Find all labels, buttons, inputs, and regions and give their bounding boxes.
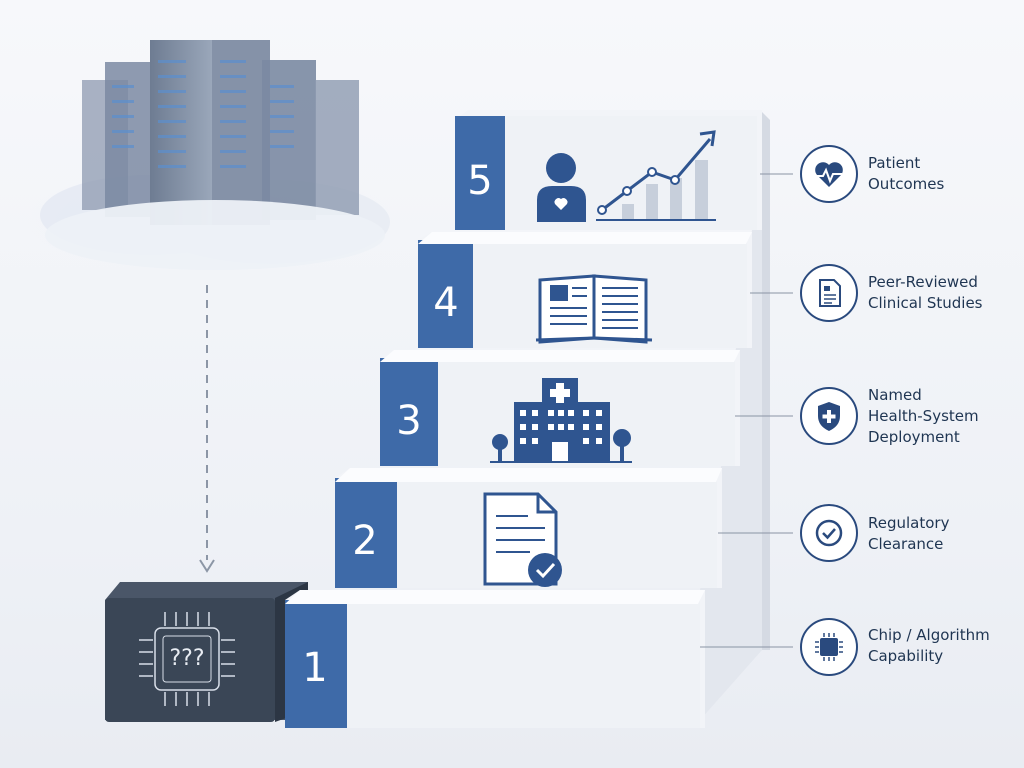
step-number-1: 1 [302, 645, 328, 691]
document-icon [800, 264, 858, 322]
shield-plus-icon [800, 387, 858, 445]
hospital-illustration [490, 378, 632, 463]
dashed-arrow [199, 285, 215, 573]
label-health-system: Named Health-System Deployment [868, 386, 979, 446]
chip-unknown-text: ??? [169, 646, 205, 671]
label-patient-outcomes: Patient Outcomes [868, 154, 945, 193]
book-illustration [535, 274, 653, 344]
label-chip-capability: Chip / Algorithm Capability [868, 626, 990, 665]
server-rack-icon [25, 40, 395, 275]
processor-icon [139, 612, 235, 706]
heart-pulse-icon [800, 145, 858, 203]
connector-lines [700, 173, 793, 648]
check-circle-icon [800, 504, 858, 562]
step-number-2: 2 [352, 518, 378, 564]
step-number-4: 4 [433, 280, 459, 326]
certificate-illustration [483, 492, 562, 587]
step-number-3: 3 [396, 398, 422, 444]
label-regulatory: Regulatory Clearance [868, 514, 950, 553]
step-number-5: 5 [467, 158, 493, 204]
patient-chart-illustration [537, 130, 716, 222]
chip-icon [800, 618, 858, 676]
label-peer-reviewed: Peer-Reviewed Clinical Studies [868, 273, 983, 312]
